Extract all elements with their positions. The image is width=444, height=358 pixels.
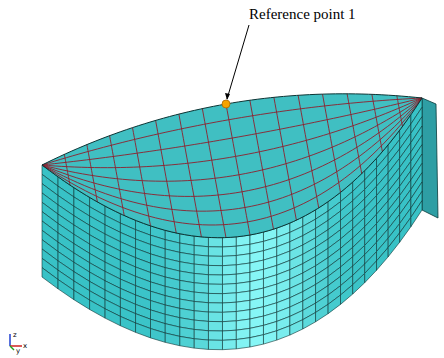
leader-line (227, 25, 249, 99)
mesh-line (226, 104, 250, 235)
wall-element (277, 326, 290, 340)
reference-point (222, 100, 230, 108)
wall-element (222, 293, 236, 303)
wall-element (165, 333, 180, 346)
wall-element (222, 321, 236, 331)
wall-element (90, 300, 106, 318)
mesh-line (133, 128, 151, 226)
mesh-line (250, 100, 274, 229)
wall-element (180, 336, 194, 348)
wall-element (208, 340, 222, 350)
wall-element (316, 304, 329, 322)
wall-element (194, 245, 208, 256)
mesh-line (42, 98, 422, 225)
wall-element (194, 255, 208, 266)
mesh-line (202, 109, 226, 238)
wall-element (222, 340, 236, 350)
wall-element (365, 261, 377, 283)
wall-element (208, 237, 222, 247)
wall-element (194, 273, 208, 284)
wall-element (194, 264, 208, 275)
axis-label: y (16, 348, 20, 356)
wall-element (222, 256, 236, 266)
mesh-line (42, 98, 422, 168)
wall-element (136, 323, 151, 338)
wall-element (222, 274, 236, 284)
wall-element (222, 312, 236, 322)
wall-element (353, 273, 365, 294)
mesh-line (298, 95, 319, 208)
wall-element (400, 217, 411, 242)
wall-element (341, 285, 353, 305)
wall-element (222, 246, 236, 256)
wall-element (194, 311, 208, 322)
wall-element (151, 329, 166, 343)
axis-label: x (23, 343, 27, 351)
wall-element (194, 339, 208, 350)
wall-element (263, 331, 276, 344)
wall-element (194, 283, 208, 294)
wall-element (58, 280, 74, 300)
cut-face (422, 98, 438, 218)
wall-element (194, 320, 208, 331)
wall-element (208, 312, 222, 322)
wall-element (377, 247, 389, 270)
wall-element (208, 265, 222, 275)
wall-element (222, 237, 236, 247)
mesh-line (156, 120, 177, 233)
wall-element (74, 290, 90, 309)
wall-element (120, 316, 135, 332)
wall-element (208, 293, 222, 303)
wall-element (208, 256, 222, 266)
wall-element (250, 335, 263, 347)
top-face (42, 94, 422, 238)
wall-element (388, 233, 399, 257)
wall-element (222, 330, 236, 340)
wall-element (328, 295, 340, 314)
wall-element (208, 321, 222, 331)
wall-element (222, 265, 236, 275)
wall-element (208, 284, 222, 294)
axis-label: z (13, 332, 17, 340)
wall-element (194, 292, 208, 303)
mesh-line (42, 98, 422, 196)
wall-element (194, 301, 208, 312)
callout-label: Reference point 1 (249, 6, 356, 23)
top-outline (42, 94, 422, 238)
wall-element (42, 268, 58, 289)
leader-arrowhead (225, 93, 230, 100)
wall-element (194, 329, 208, 340)
wall-element (208, 331, 222, 341)
wall-element (303, 313, 316, 329)
axis-z (9, 334, 11, 346)
mesh-line (87, 145, 98, 202)
mesh-line (179, 114, 202, 237)
axis-y (10, 346, 14, 350)
mesh-line (274, 97, 297, 220)
wall-element (411, 201, 422, 227)
wall-element (222, 302, 236, 312)
mesh-line (42, 98, 422, 211)
wall-element (236, 338, 250, 349)
wall-element (290, 320, 303, 335)
wall-element (208, 303, 222, 313)
mesh-line (347, 94, 362, 174)
wall-element (208, 275, 222, 285)
wall-element (105, 309, 120, 326)
axis-x (10, 345, 22, 347)
mesh-line (323, 94, 341, 192)
wall-element (222, 284, 236, 294)
wall-element (208, 247, 222, 257)
